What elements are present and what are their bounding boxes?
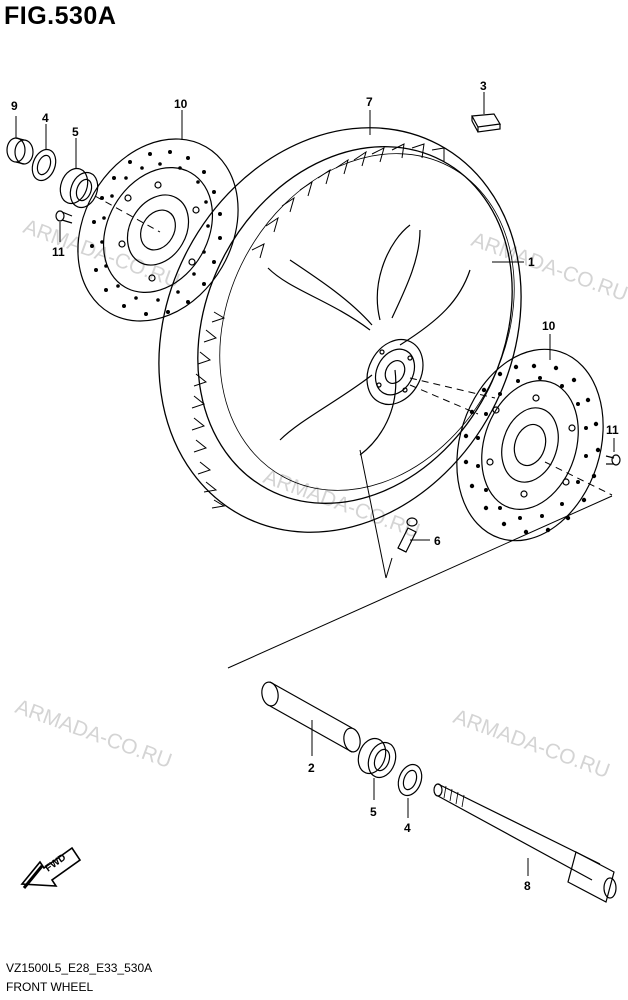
figure-code: VZ1500L5_E28_E33_530A: [6, 961, 153, 975]
front-axle: [433, 783, 617, 903]
callout-11-left: 11: [52, 245, 65, 259]
watermark-1: ARMADA-CO.RU: [20, 215, 182, 293]
callout-10-left: 10: [174, 97, 188, 111]
bearing-bottom: [357, 737, 397, 779]
watermark-2: ARMADA-CO.RU: [468, 228, 628, 306]
callout-8: 8: [524, 879, 531, 893]
watermark-4: ARMADA-CO.RU: [12, 695, 174, 773]
callout-4-top: 4: [42, 111, 49, 125]
oil-seal-top: [31, 148, 57, 182]
callout-9: 9: [11, 99, 18, 113]
bearing-top: [59, 167, 99, 209]
callout-11-right: 11: [606, 423, 619, 437]
callout-3: 3: [480, 79, 487, 93]
assembly-axis-lines: [94, 195, 613, 496]
watermark-5: ARMADA-CO.RU: [450, 705, 612, 783]
fwd-arrow-icon: [20, 846, 82, 887]
axle-spacer: [261, 681, 361, 753]
wheel-hub: [366, 338, 424, 406]
tire: [158, 127, 522, 533]
callout-10-right: 10: [542, 319, 556, 333]
watermark-3: ARMADA-CO.RU: [260, 465, 422, 543]
balancer-weight: [471, 113, 501, 133]
callout-6: 6: [434, 534, 441, 548]
disc-bolt-right: [605, 454, 621, 466]
brake-disc-left: [77, 138, 239, 322]
figure-name: FRONT WHEEL: [6, 980, 94, 994]
callout-5-bottom: 5: [370, 805, 377, 819]
brake-disc-right: [456, 348, 604, 542]
callout-7: 7: [366, 95, 373, 109]
callout-1: 1: [528, 255, 535, 269]
figure-title: FIG.530A: [4, 2, 117, 30]
wheel-spokes: [267, 224, 471, 456]
callout-5-top: 5: [72, 125, 79, 139]
callout-4-bottom: 4: [404, 821, 411, 835]
disc-bolt-left: [55, 210, 73, 224]
tire-valve: [397, 517, 418, 553]
fwd-direction-badge: FWD: [20, 846, 82, 889]
callouts: 9 4 5 10 11 7 3 1 10 11 6 2 5 4 8: [11, 79, 619, 893]
dust-seal: [6, 137, 34, 165]
assembly-frame-lines: [227, 449, 613, 669]
callout-2: 2: [308, 761, 315, 775]
leader-lines: [15, 92, 615, 876]
oil-seal-bottom: [397, 763, 423, 797]
